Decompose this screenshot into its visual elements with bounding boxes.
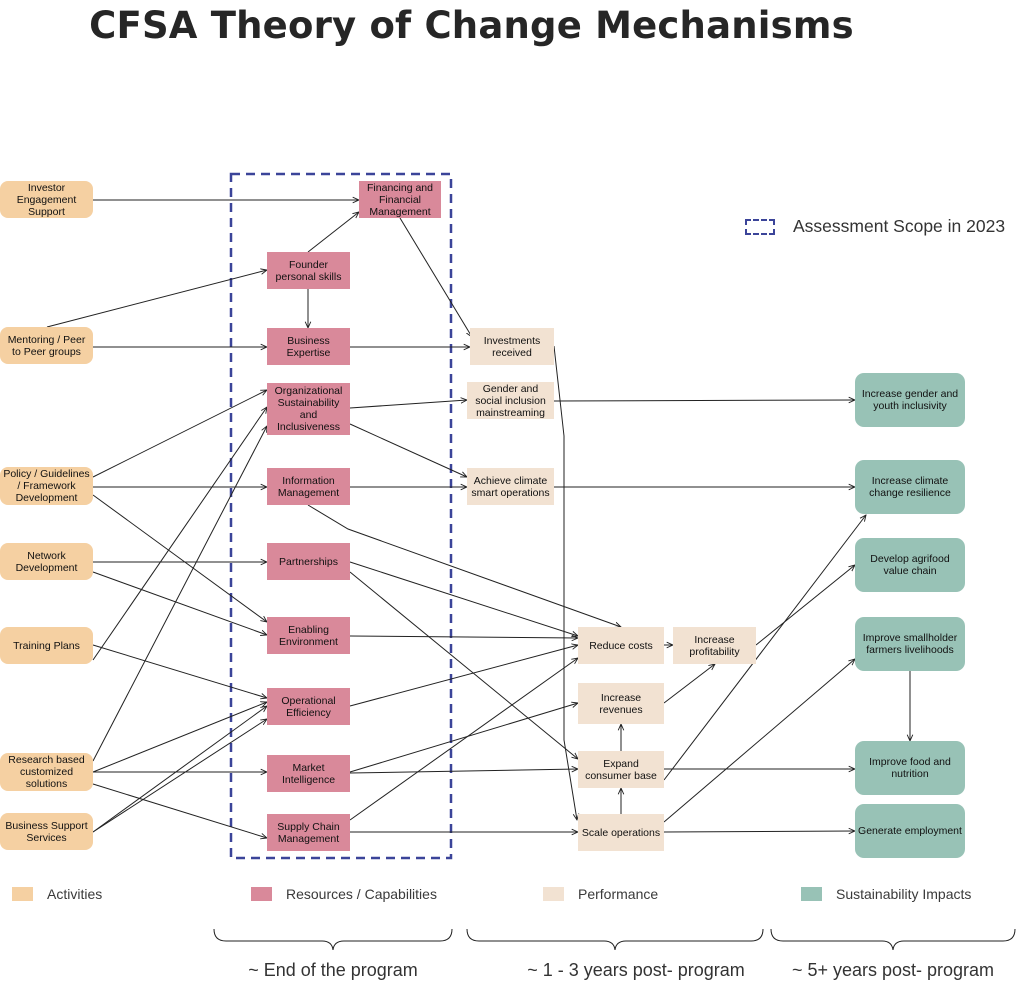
connector-arrow (92, 644, 267, 698)
resource-founder-skills: Founder personal skills (267, 252, 350, 289)
connector-arrow (399, 217, 472, 337)
resource-business-expertise: Business Expertise (267, 328, 350, 365)
connector-arrow (92, 571, 267, 635)
legend-resources: Resources / Capabilities (251, 886, 437, 902)
connector-arrow (349, 571, 578, 759)
legend-resources-label: Resources / Capabilities (286, 886, 437, 902)
activity-research: Research based customized solutions (0, 753, 93, 791)
legend-impacts-swatch (801, 887, 822, 901)
impact-food-nutrition: Improve food and nutrition (855, 741, 965, 795)
resource-supply-chain: Supply Chain Management (267, 814, 350, 851)
connector-arrow (92, 702, 267, 773)
impact-climate-resilience: Increase climate change resilience (855, 460, 965, 514)
performance-gender-inclusion: Gender and social inclusion mainstreamin… (467, 382, 554, 419)
legend-performance: Performance (543, 886, 658, 902)
connector-arrow (349, 400, 467, 409)
performance-increase-revenues: Increase revenues (578, 683, 664, 724)
connector-arrow (92, 719, 267, 833)
legend-activities-label: Activities (47, 886, 103, 902)
connector-arrow (663, 664, 715, 704)
connector-arrow (92, 390, 267, 478)
legend-performance-label: Performance (578, 886, 659, 902)
activity-policy: Policy / Guidelines / Framework Developm… (0, 467, 93, 505)
legend-resources-swatch (251, 887, 272, 901)
connector-arrow (92, 494, 267, 622)
connector-arrow (663, 831, 855, 832)
edge-group (46, 200, 910, 838)
activity-investor-engagement: Investor Engagement Support (0, 181, 93, 218)
legend-impacts: Sustainability Impacts (801, 886, 971, 902)
connector-arrow (46, 270, 267, 328)
performance-expand-consumer: Expand consumer base (578, 751, 664, 788)
performance-reduce-costs: Reduce costs (578, 627, 664, 664)
connector-arrow (553, 400, 855, 401)
timeline-brackets (213, 928, 1016, 951)
connector-arrow (349, 703, 578, 773)
connector-arrow (349, 561, 578, 636)
connector-arrow (755, 565, 855, 646)
activity-training: Training Plans (0, 627, 93, 664)
connector-arrow (92, 407, 267, 661)
legend-activities: Activities (12, 886, 102, 902)
activity-mentoring: Mentoring / Peer to Peer groups (0, 327, 93, 364)
scope-legend: Assessment Scope in 2023 (745, 216, 1005, 237)
resource-operational-efficiency: Operational Efficiency (267, 688, 350, 725)
legend-performance-swatch (543, 887, 564, 901)
resource-information-management: Information Management (267, 468, 350, 505)
performance-investments: Investments received (470, 328, 554, 365)
connector-arrow (92, 426, 267, 762)
activity-network: Network Development (0, 543, 93, 580)
impact-smallholder: Improve smallholder farmers livelihoods (855, 617, 965, 671)
resource-partnerships: Partnerships (267, 543, 350, 580)
connector-arrow (349, 645, 578, 707)
connector-arrow (92, 783, 267, 838)
performance-increase-profitability: Increase profitability (673, 627, 756, 664)
performance-scale-operations: Scale operations (578, 814, 664, 851)
diagram-title: CFSA Theory of Change Mechanisms (89, 4, 854, 47)
connector-arrow (553, 345, 577, 820)
legend-activities-swatch (12, 887, 33, 901)
legend-impacts-label: Sustainability Impacts (836, 886, 972, 902)
connector-arrow (349, 658, 578, 821)
connector-arrow (307, 504, 621, 627)
activity-business-support: Business Support Services (0, 813, 93, 850)
resource-org-sustainability: Organizational Sustainability and Inclus… (267, 383, 350, 435)
connector-arrow (663, 659, 855, 823)
connector-arrow (92, 706, 267, 833)
scope-legend-label: Assessment Scope in 2023 (793, 216, 1006, 236)
impact-agrifood: Develop agrifood value chain (855, 538, 965, 592)
connector-arrow (349, 769, 578, 774)
resource-financing: Financing and Financial Management (359, 181, 441, 218)
connector-arrow (307, 212, 359, 253)
impact-employment: Generate employment (855, 804, 965, 858)
performance-climate-smart: Achieve climate smart operations (467, 468, 554, 505)
timeline-end-program: ~ End of the program (248, 960, 418, 980)
scope-legend-swatch (745, 218, 775, 235)
impact-gender-youth: Increase gender and youth inclusivity (855, 373, 965, 427)
resource-enabling-environment: Enabling Environment (267, 617, 350, 654)
connector-arrow (349, 636, 578, 638)
connector-arrow (349, 423, 467, 477)
timeline-1-3-years: ~ 1 - 3 years post- program (527, 960, 745, 980)
resource-market-intelligence: Market Intelligence (267, 755, 350, 792)
timeline-5-years: ~ 5+ years post- program (791, 960, 995, 980)
